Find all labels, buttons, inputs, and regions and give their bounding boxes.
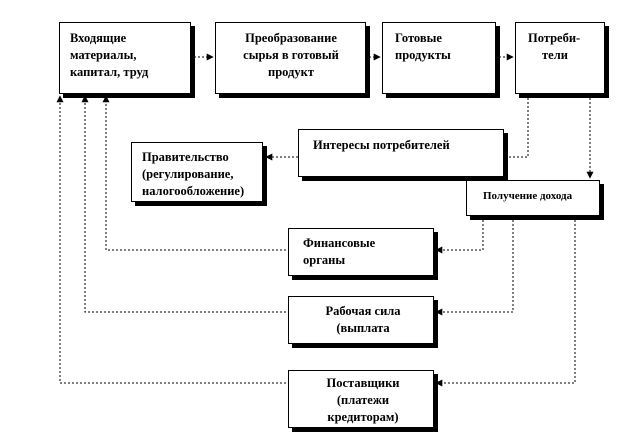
labor-box: Рабочая сила (выплата (288, 296, 434, 344)
finance-line-1: Финансовые (303, 236, 376, 250)
government-line-2: (регулирование, (142, 167, 234, 181)
transform-line-1: Преобразование (245, 31, 337, 45)
inputs-line-2: материалы, (70, 48, 137, 62)
inputs-box: Входящие материалы, капитал, труд (59, 22, 191, 94)
consumers-line-1: Потреби- (528, 31, 581, 45)
products-line-1: Готовые (395, 31, 442, 45)
consumers-line-2: тели (542, 48, 568, 62)
suppliers-box: Поставщики (платежи кредиторам) (288, 370, 434, 428)
income-line-1: Получение дохода (483, 190, 573, 202)
products-line-2: продукты (395, 48, 451, 62)
transform-box: Преобразование сырья в готовый продукт (215, 22, 366, 94)
arrow-income-to-finance (435, 216, 484, 254)
finance-line-2: органы (303, 253, 346, 267)
arrow-consumers-to-interests (503, 94, 529, 158)
transform-line-3: продукт (268, 65, 314, 79)
labor-line-2: (выплата (336, 321, 390, 335)
suppliers-line-3: кредиторам) (327, 410, 399, 424)
suppliers-line-1: Поставщики (326, 376, 400, 390)
transform-line-2: сырья в готовый (243, 48, 339, 62)
arrow-income-to-suppliers (435, 216, 576, 387)
arrow-finance-to-inputs (102, 95, 286, 251)
government-line-1: Правительство (142, 150, 229, 164)
inputs-line-1: Входящие (70, 31, 127, 45)
arrow-income-to-labor (435, 216, 514, 316)
interests-line-1: Интересы потребителей (313, 138, 450, 152)
finance-box: Финансовые органы (288, 228, 434, 276)
consumers-box: Потреби- тели (515, 22, 605, 94)
income-box: Получение дохода (466, 180, 600, 216)
labor-line-1: Рабочая сила (325, 304, 401, 318)
government-box: Правительство (регулирование, налогообло… (131, 142, 263, 202)
interests-box: Интересы потребителей (298, 129, 504, 177)
suppliers-line-2: (платежи (336, 393, 390, 407)
inputs-line-3: капитал, труд (70, 65, 149, 79)
arrow-suppliers-to-inputs (56, 95, 286, 384)
products-box: Готовые продукты (382, 22, 496, 94)
government-line-3: налогообложение) (142, 184, 245, 198)
arrow-labor-to-inputs (81, 95, 286, 313)
